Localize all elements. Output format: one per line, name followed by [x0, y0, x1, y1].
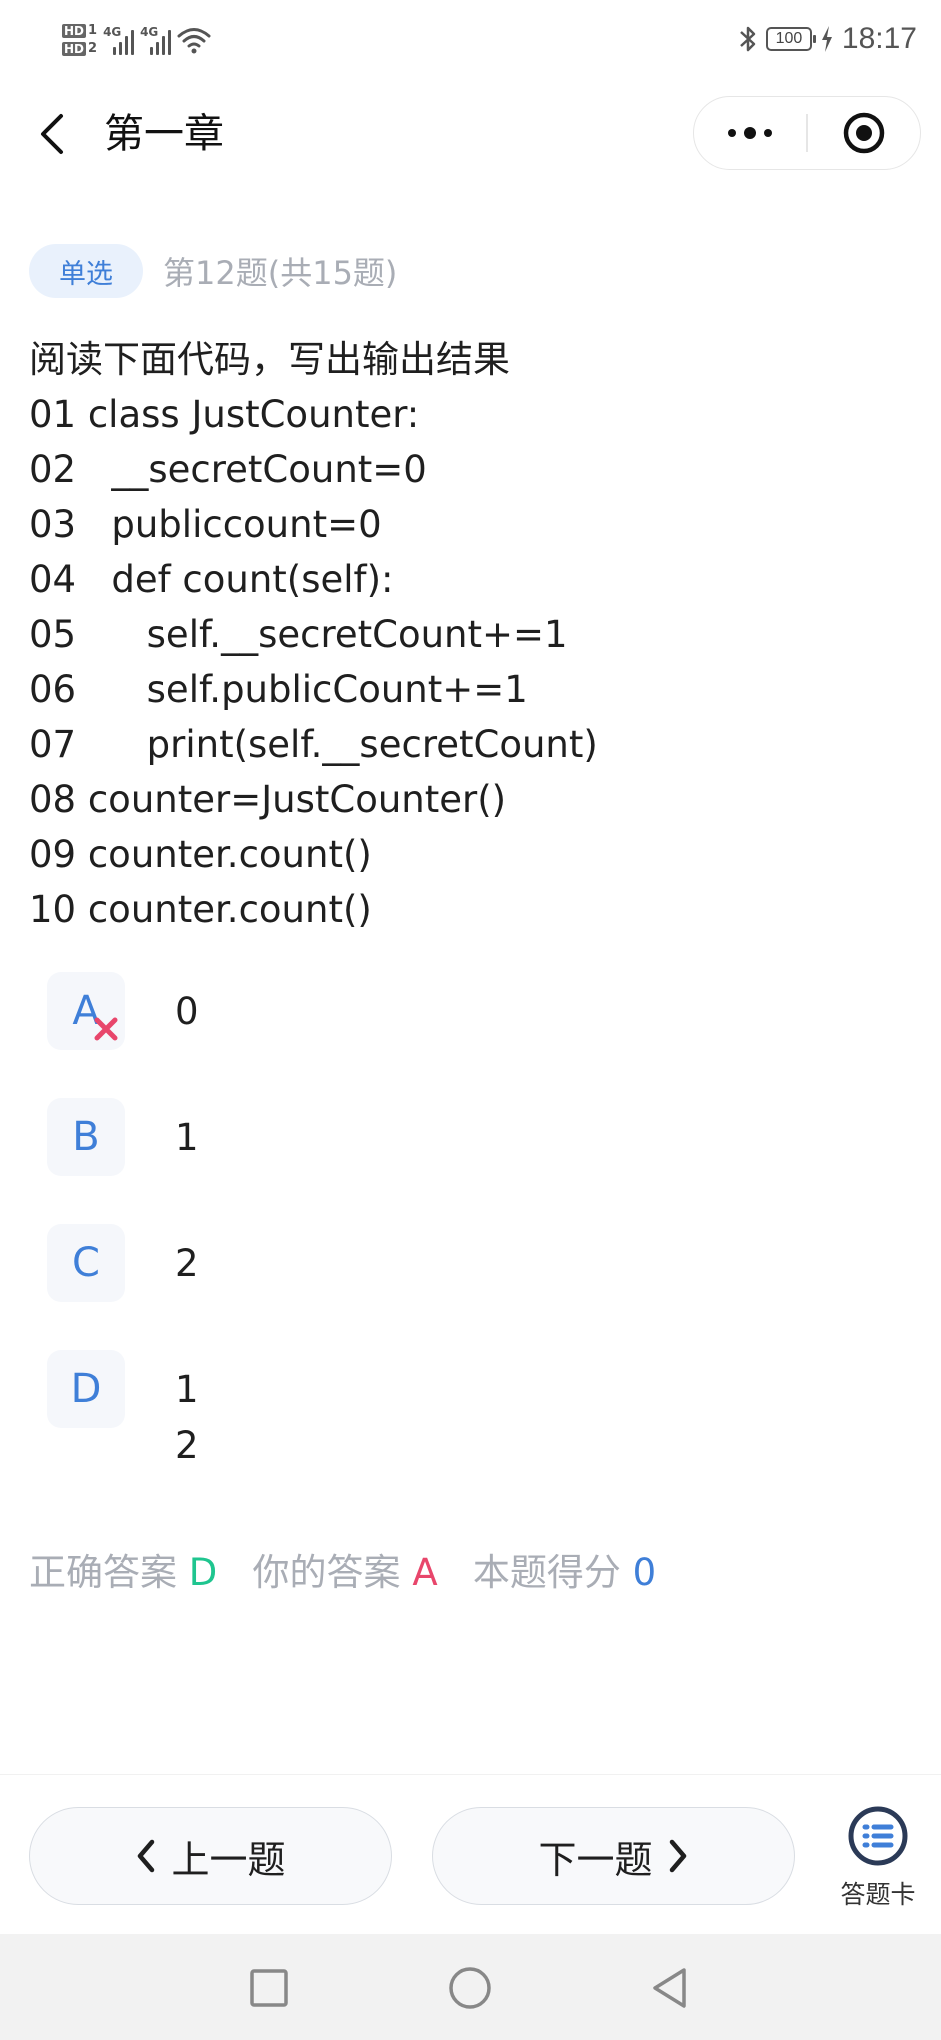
signal-icon: 4G [140, 25, 172, 55]
system-navigation-bar [0, 1934, 941, 2040]
chevron-right-icon [669, 1839, 686, 1873]
code-line: 10 counter.count() [29, 888, 372, 931]
answer-result: 正确答案 D 你的答案 A 本题得分 0 [29, 1543, 656, 1603]
answer-card-button[interactable]: 答题卡 [830, 1805, 926, 1911]
back-chevron-icon [41, 114, 63, 154]
square-icon [250, 1969, 288, 2007]
code-line: 07 print(self.__secretCount) [29, 723, 598, 766]
back-button[interactable] [28, 110, 76, 158]
page-title: 第一章 [104, 111, 224, 157]
code-line: 02 __secretCount=0 [29, 448, 427, 491]
question-type-badge: 单选 [29, 244, 143, 298]
next-label: 下一题 [538, 1837, 653, 1882]
chevron-left-icon [138, 1839, 155, 1873]
nav-bar: 第一章 [0, 92, 941, 176]
your-answer-value: A [412, 1551, 438, 1594]
prev-label: 上一题 [171, 1837, 286, 1882]
next-question-button[interactable]: 下一题 [432, 1807, 795, 1905]
code-line: 03 publiccount=0 [29, 503, 382, 546]
option-a[interactable]: A 0 [47, 972, 907, 1050]
your-answer-label: 你的答案 [217, 1551, 413, 1594]
signal-icon: 4G [103, 25, 135, 55]
correct-answer-label: 正确答案 [29, 1551, 189, 1594]
option-text: 0 [175, 990, 199, 1033]
question-header: 单选 第12题(共15题) [29, 244, 397, 298]
close-target-icon [843, 112, 885, 154]
code-line: 04 def count(self): [29, 558, 394, 601]
code-line: 08 counter=JustCounter() [29, 778, 507, 821]
code-line: 09 counter.count() [29, 833, 372, 876]
option-text: 1 2 [175, 1368, 199, 1467]
bluetooth-icon [740, 26, 756, 52]
home-button[interactable] [446, 1964, 494, 2012]
score-value: 0 [632, 1551, 657, 1594]
answer-card-label: 答题卡 [840, 1880, 916, 1909]
more-dots-icon [728, 127, 773, 139]
mini-program-capsule [693, 96, 921, 170]
question-body: 阅读下面代码，写出输出结果 01 class JustCounter: 02 _… [29, 332, 909, 937]
code-line: 06 self.publicCount+=1 [29, 668, 528, 711]
triangle-back-icon [653, 1968, 686, 2008]
circle-icon [449, 1967, 491, 2009]
prev-question-button[interactable]: 上一题 [29, 1807, 392, 1905]
more-button[interactable] [694, 97, 806, 169]
option-text: 1 [175, 1116, 199, 1159]
option-text: 2 [175, 1242, 199, 1285]
option-letter: A [47, 972, 125, 1050]
option-letter: C [47, 1224, 125, 1302]
capsule-divider [806, 114, 808, 152]
correct-answer-value: D [188, 1551, 218, 1594]
question-prompt: 阅读下面代码，写出输出结果 [29, 338, 510, 381]
close-button[interactable] [808, 97, 920, 169]
battery-icon: 100 [765, 27, 816, 51]
question-progress: 第12题(共15题) [163, 254, 398, 292]
recents-button[interactable] [245, 1964, 293, 2012]
code-line: 05 self.__secretCount+=1 [29, 613, 568, 656]
answer-card-icon [848, 1806, 908, 1866]
option-letter: D [47, 1350, 125, 1428]
option-d[interactable]: D 1 2 [47, 1350, 907, 1474]
code-line: 01 class JustCounter: [29, 393, 420, 436]
bottom-bar: 上一题 下一题 答题卡 [0, 1774, 941, 1934]
wifi-icon [177, 28, 211, 54]
wrong-x-icon [94, 1017, 118, 1041]
back-nav-button[interactable] [646, 1964, 694, 2012]
option-b[interactable]: B 1 [47, 1098, 907, 1176]
status-time: 18:17 [841, 22, 917, 55]
option-c[interactable]: C 2 [47, 1224, 907, 1302]
status-right: 100 18:17 [738, 18, 917, 60]
option-letter: B [47, 1098, 125, 1176]
score-label: 本题得分 [437, 1551, 633, 1594]
charging-icon [821, 26, 832, 52]
